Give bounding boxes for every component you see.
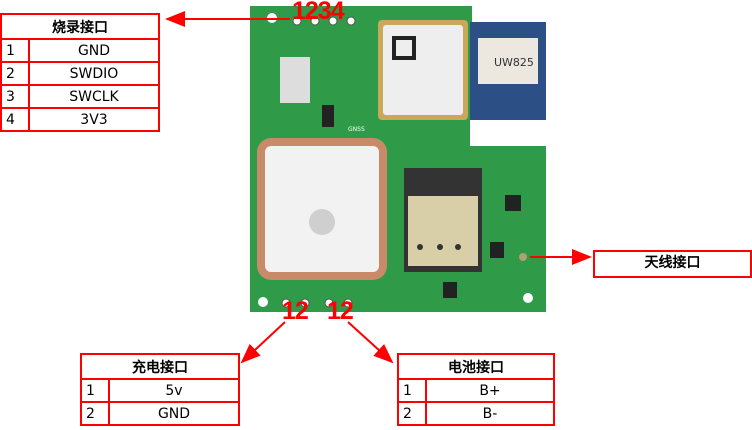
- prog-pin-numbers: 1234: [292, 0, 345, 25]
- svg-text:GNSS: GNSS: [348, 126, 365, 133]
- module-label: UW825: [494, 56, 534, 69]
- antenna-connector: [519, 253, 527, 261]
- charge-pin-numbers: 12: [282, 297, 309, 325]
- battery-pin-numbers: 12: [327, 297, 354, 325]
- arrow-charge: [240, 321, 286, 364]
- antenna-interface-label: 天线接口: [593, 250, 752, 278]
- table-title: 烧录接口: [0, 13, 160, 40]
- table-title: 充电接口: [80, 353, 240, 380]
- table-title: 电池接口: [397, 353, 555, 380]
- usb-connector: [280, 57, 310, 103]
- arrow-battery: [347, 321, 394, 364]
